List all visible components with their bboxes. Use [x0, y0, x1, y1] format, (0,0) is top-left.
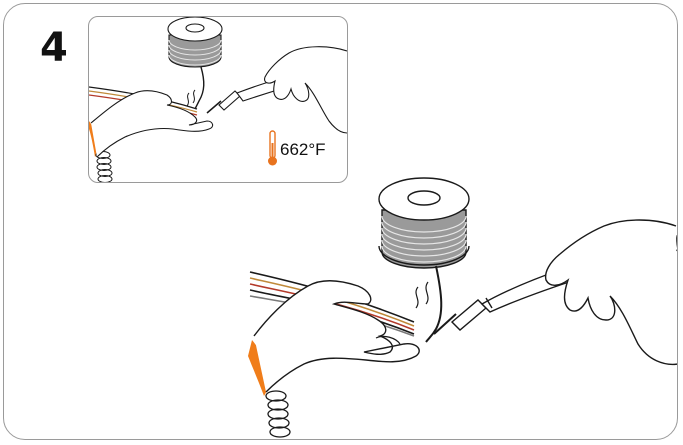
inset-right-hand: [265, 47, 347, 133]
thermometer-icon: [268, 131, 277, 166]
left-hand: [254, 281, 419, 392]
solder-spool-icon: [379, 178, 469, 268]
detail-inset: 662°F: [88, 16, 348, 183]
coiled-cord: [266, 391, 290, 437]
step-panel: 4: [3, 3, 678, 440]
heat-marks: [416, 282, 428, 308]
inset-solder-spool-icon: [168, 17, 222, 67]
step-number: 4: [40, 28, 68, 68]
temperature-label: 662°F: [280, 141, 326, 158]
right-hand: [546, 220, 678, 364]
